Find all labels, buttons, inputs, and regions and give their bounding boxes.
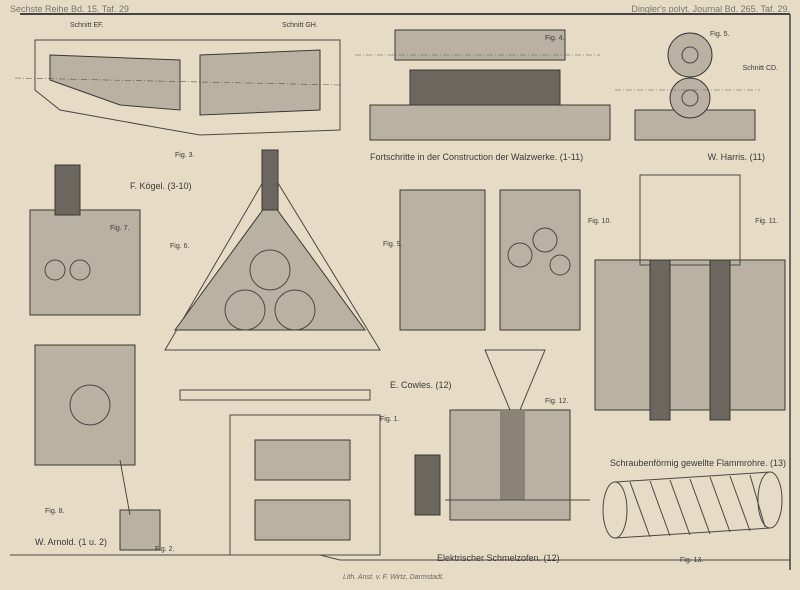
label-fig-4: Fig. 4. — [545, 35, 565, 42]
label-fig-7: Fig. 7. — [110, 225, 130, 232]
label-schnitt-ef: Schnitt EF. — [70, 22, 104, 29]
figure-2-drawing — [119, 459, 161, 551]
figure-1-drawing — [229, 414, 441, 556]
caption-koegel: F. Kögel. (3-10) — [130, 181, 192, 191]
figure-5-drawing — [615, 32, 760, 141]
figure-9-10-drawing — [399, 189, 581, 331]
label-fig-1: Fig. 1. — [380, 416, 400, 423]
lithographer-imprint: Lith. Anst. v. F. Wirtz, Darmstadt. — [343, 574, 444, 581]
figure-8-drawing — [34, 344, 136, 466]
label-fig-3: Fig. 3. — [175, 152, 195, 159]
caption-cowles: E. Cowles. (12) — [390, 380, 452, 390]
caption-arnold: W. Arnold. (1 u. 2) — [35, 537, 108, 547]
label-fig-11: Fig. 11. — [755, 218, 778, 225]
journal-header: Dingler's polyt. Journal Bd. 265. Taf. 2… — [631, 4, 790, 14]
label-fig-8: Fig. 8. — [45, 508, 65, 515]
plate-series-header: Sechste Reihe Bd. 15. Taf. 29 — [10, 4, 129, 14]
label-fig-13: Fig. 13. — [680, 557, 704, 564]
label-schnitt-gh: Schnitt GH. — [282, 22, 318, 29]
caption-harris: W. Harris. (11) — [707, 152, 765, 162]
figure-6-drawing — [164, 149, 381, 401]
bottom-border — [10, 554, 790, 561]
label-schnitt-cd: Schnitt CD. — [742, 65, 778, 72]
label-fig-12: Fig. 12. — [545, 398, 569, 405]
caption-schmelzofen: Elektrischer Schmelzofen. (12) — [437, 553, 560, 563]
figure-4-drawing — [355, 29, 611, 141]
figure-3-drawing — [14, 39, 341, 136]
label-fig-10: Fig. 10. — [588, 218, 612, 225]
caption-flammrohre: Schraubenförmig gewellte Flammrohre. (13… — [609, 458, 786, 468]
label-fig-5: Fig. 5. — [710, 31, 730, 38]
figure-13-drawing — [602, 471, 783, 539]
label-fig-6: Fig. 6. — [170, 243, 190, 250]
figure-11-drawing — [594, 174, 786, 421]
figure-12-drawing — [445, 349, 590, 521]
label-fig-2: Fig. 2. — [155, 546, 175, 553]
label-fig-9: Fig. 9. — [383, 241, 403, 248]
plate-title: Fortschritte in der Construction der Wal… — [370, 152, 584, 162]
figure-7-drawing — [29, 164, 141, 316]
